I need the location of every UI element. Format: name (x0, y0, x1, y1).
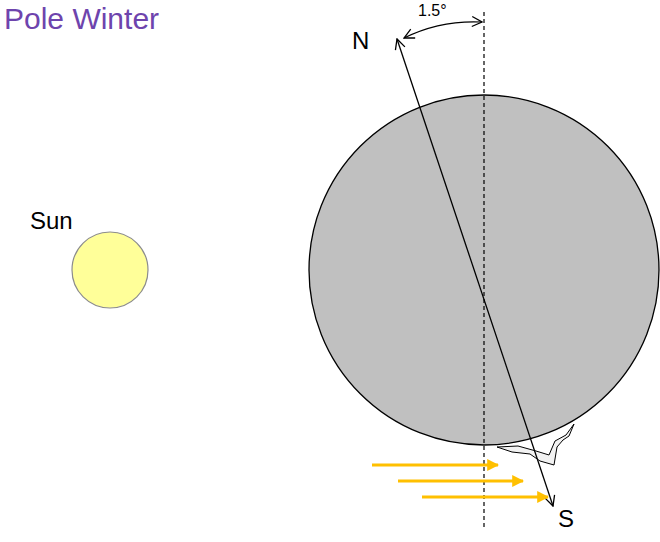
slide-title: Pole Winter (4, 2, 159, 35)
rotation-axis (397, 39, 553, 506)
angle-label: 1.5° (418, 2, 447, 20)
ice-cap (497, 424, 574, 465)
sun-circle (72, 232, 148, 308)
sunlight-ray (372, 464, 498, 467)
pole-label: N (352, 28, 369, 54)
sun-label: Sun (30, 208, 73, 234)
vertical-reference (483, 12, 484, 530)
angle-arc (404, 22, 482, 38)
sunlight-ray (422, 496, 548, 499)
pole-label: S (558, 506, 574, 532)
sunlight-ray (398, 480, 523, 483)
